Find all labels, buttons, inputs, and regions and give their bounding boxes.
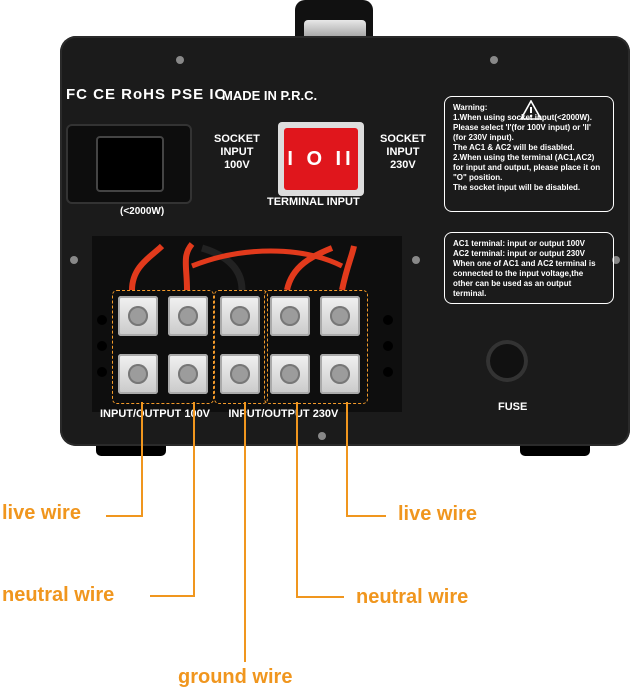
switch-symbols: I O II <box>287 147 355 170</box>
terminal-info-line: When one of AC1 and AC2 terminal is <box>453 259 596 268</box>
screw-icon <box>230 306 250 326</box>
screw-icon <box>412 256 420 264</box>
terminal-lug[interactable] <box>168 296 208 336</box>
warning-line: for input and output, please place it on <box>453 163 601 172</box>
terminal-info-line: other can be used as an output <box>453 279 572 288</box>
warning-line: The AC1 & AC2 will be disabled. <box>453 143 575 152</box>
fuse-label: FUSE <box>498 401 528 413</box>
neutral-wire-left-label: neutral wire <box>2 584 115 606</box>
screw-icon <box>176 56 184 64</box>
screw-icon <box>230 364 250 384</box>
power-socket[interactable] <box>96 136 164 192</box>
socket-230-line: SOCKET <box>380 133 426 145</box>
leader-line <box>150 595 195 597</box>
terminal-info-line: AC1 terminal: input or output 100V <box>453 239 586 248</box>
live-wire-right-label: live wire <box>398 503 477 525</box>
screw-icon <box>330 364 350 384</box>
terminal-info-panel: AC1 terminal: input or output 100V AC2 t… <box>444 232 614 304</box>
screw-icon <box>612 256 620 264</box>
leader-line <box>296 402 298 598</box>
terminal-lug[interactable] <box>270 354 310 394</box>
terminal-input-label: TERMINAL INPUT <box>267 196 360 208</box>
power-limit-label: (<2000W) <box>120 206 165 217</box>
terminal-lug[interactable] <box>168 354 208 394</box>
terminal-lug[interactable] <box>320 296 360 336</box>
made-in-label: MADE IN P.R.C. <box>222 88 318 103</box>
terminal-group-230v <box>264 290 368 404</box>
warning-line: 2.When using the terminal (AC1,AC2) <box>453 153 595 162</box>
socket-100v-label: SOCKET INPUT 100V <box>214 133 260 172</box>
leader-line <box>346 402 348 516</box>
terminal-lug[interactable] <box>320 354 360 394</box>
ground-wire-label: ground wire <box>178 666 293 688</box>
live-wire-left-label: live wire <box>2 502 81 524</box>
fuse-holder[interactable] <box>486 340 528 382</box>
terminal-info-line: terminal. <box>453 289 487 298</box>
warning-line: (for 230V input). <box>453 133 514 142</box>
leader-line <box>296 596 344 598</box>
terminal-lug[interactable] <box>270 296 310 336</box>
screw-icon <box>70 256 78 264</box>
screw-icon <box>280 306 300 326</box>
screw-icon <box>330 306 350 326</box>
leader-line <box>193 402 195 596</box>
leader-line <box>106 515 143 517</box>
socket-230-line: 230V <box>390 159 416 171</box>
screw-icon <box>128 364 148 384</box>
certification-marks: FC CE RoHS PSE IC <box>66 86 227 103</box>
screw-icon <box>178 306 198 326</box>
leader-line <box>141 402 143 516</box>
terminal-lug[interactable] <box>220 296 260 336</box>
socket-100-line: SOCKET <box>214 133 260 145</box>
warning-line: Warning: <box>453 103 488 112</box>
terminal-lug[interactable] <box>118 296 158 336</box>
input-output-label: INPUT/OUTPUT 100V INPUT/OUTPUT 230V <box>100 408 339 420</box>
terminal-lug[interactable] <box>220 354 260 394</box>
warning-line: Please select 'I'(for 100V input) or 'II… <box>453 123 591 132</box>
socket-100-line: 100V <box>224 159 250 171</box>
unit-foot <box>520 446 590 456</box>
leader-line <box>244 402 246 662</box>
unit-foot <box>96 446 166 456</box>
warning-line: "O" position. <box>453 173 503 182</box>
warning-line: The socket input will be disabled. <box>453 183 581 192</box>
terminal-lug[interactable] <box>118 354 158 394</box>
input-selector-switch[interactable]: I O II <box>284 128 358 190</box>
screw-icon <box>178 364 198 384</box>
terminal-group-ground <box>214 290 268 404</box>
wiring-bundle <box>97 242 393 377</box>
socket-230v-label: SOCKET INPUT 230V <box>380 133 426 172</box>
screw-icon <box>280 364 300 384</box>
socket-100-line: INPUT <box>220 146 254 158</box>
neutral-wire-right-label: neutral wire <box>356 586 469 608</box>
warning-triangle-icon <box>520 100 542 120</box>
terminal-info-line: connected to the input voltage,the <box>453 269 584 278</box>
leader-line <box>346 515 386 517</box>
screw-icon <box>318 432 326 440</box>
screw-icon <box>490 56 498 64</box>
terminal-group-100v <box>112 290 214 404</box>
socket-230-line: INPUT <box>386 146 420 158</box>
screw-icon <box>128 306 148 326</box>
terminal-info-line: AC2 terminal: input or output 230V <box>453 249 586 258</box>
